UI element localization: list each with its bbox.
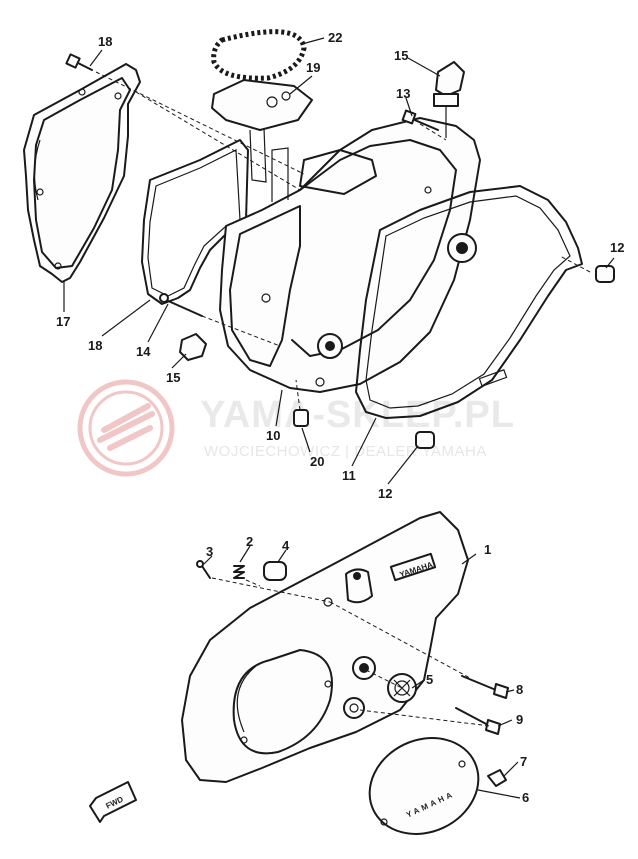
callout-4: 4 (282, 538, 290, 553)
callout-20: 19 (306, 60, 320, 75)
part-gasket-18 (141, 139, 249, 305)
watermark-brand: YAMA-SKLEP.PL (200, 394, 515, 436)
yamaha-tuning-fork-logo-icon (77, 379, 175, 477)
callout-9: 9 (516, 712, 523, 727)
part-round-cover-6: YAMAHA (368, 737, 480, 835)
callout-6: 6 (522, 790, 529, 805)
callout-leaders (63, 37, 615, 799)
callout-8: 8 (516, 682, 523, 697)
callout-17: 17 (56, 314, 70, 329)
watermark-subtitle: WOJCIECHOWICZ | DEALER YAMAHA (204, 443, 487, 460)
part-plug-15-lower (179, 333, 207, 361)
part-crankcase-cover-10 (219, 117, 481, 393)
part-side-cover-1: YAMAHA (181, 511, 469, 783)
callout-12-lower: 12 (378, 486, 392, 501)
callout-21: 20 (310, 454, 324, 469)
part-spring-2 (233, 565, 245, 579)
part-cap-20 (211, 79, 313, 183)
callout-3: 3 (206, 544, 213, 559)
part-plug-15-top (433, 61, 465, 138)
part-seal-5 (387, 673, 417, 703)
callout-2: 2 (246, 534, 253, 549)
part-screw-7 (487, 769, 507, 787)
callout-15-lower: 15 (166, 370, 180, 385)
callout-7: 7 (520, 754, 527, 769)
callout-1: 1 (484, 542, 491, 557)
callout-15-top: 15 (394, 48, 408, 63)
callout-12-right: 12 (610, 240, 624, 255)
callout-18: 18 (88, 338, 102, 353)
part-cover-outer-17 (23, 63, 141, 283)
watermark: YAMA-SKLEP.PL WOJCIECHOWICZ | DEALER YAM… (77, 379, 515, 477)
part-chain-22 (211, 29, 307, 81)
callout-10: 10 (266, 428, 280, 443)
callout-11: 11 (342, 468, 356, 483)
part-cover-seal (343, 656, 376, 719)
callout-14: 14 (136, 344, 151, 359)
part-bolt-8 (461, 675, 509, 699)
callout-19: 18 (98, 34, 112, 49)
fwd-arrow-icon: FWD (89, 781, 137, 823)
part-bushing-4 (263, 561, 287, 581)
part-bolt-9 (455, 707, 501, 735)
part-screw-3 (196, 560, 211, 579)
alignment-lines-lower (211, 577, 491, 727)
part-dowel-12-lower (415, 431, 435, 449)
part-bolt-14 (159, 293, 203, 317)
callout-13: 13 (396, 86, 410, 101)
part-dowel-12-right (595, 265, 615, 283)
part-bolt-19 (65, 53, 93, 71)
part-pin-21 (293, 409, 309, 427)
part-gasket-11 (355, 185, 583, 419)
callout-numbers: 18 22 19 15 13 12 17 18 14 15 10 20 11 1… (56, 30, 624, 805)
part-bolt-13 (401, 109, 439, 131)
alignment-lines-upper (95, 71, 591, 411)
callout-5: 5 (426, 672, 433, 687)
callout-22: 22 (328, 30, 342, 45)
